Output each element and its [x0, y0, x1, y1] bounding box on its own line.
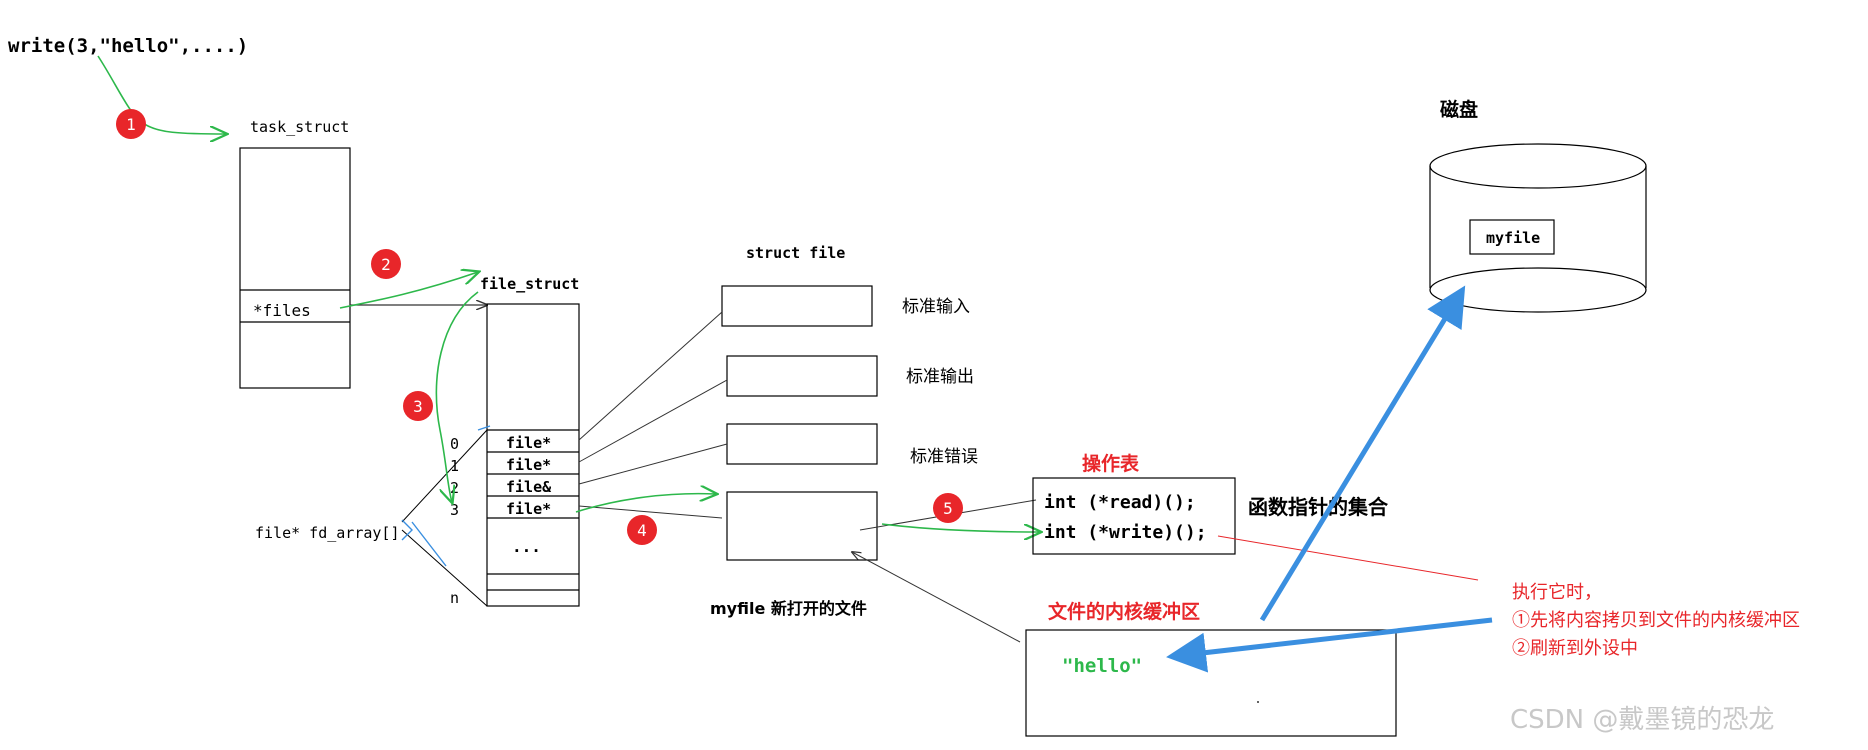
disk-file-label: myfile — [1486, 229, 1540, 247]
note-line2: ①先将内容拷贝到文件的内核缓冲区 — [1512, 610, 1800, 631]
step-badge-5: 5 — [933, 493, 963, 523]
stderr-label: 标准错误 — [910, 447, 978, 467]
fd-slot-0: file* — [506, 434, 551, 452]
write-to-note-line — [1217, 535, 1479, 581]
files-field: *files — [253, 301, 311, 320]
step5-arrow — [881, 523, 1040, 532]
task-struct-title: task_struct — [250, 118, 349, 136]
fd-index-n: n — [450, 589, 459, 607]
svg-text:3: 3 — [413, 397, 423, 416]
file-box-myfile — [726, 491, 878, 561]
disk-title: 磁盘 — [1440, 98, 1478, 121]
fd-slot-3: file* — [506, 500, 551, 518]
fd-slot-ellipsis: ... — [512, 537, 541, 556]
ops-description: 函数指针的集合 — [1248, 495, 1389, 519]
fd-slot-1: file* — [506, 456, 551, 474]
fd-index-3: 3 — [450, 501, 459, 519]
ops-title: 操作表 — [1082, 452, 1140, 475]
file-struct-title: file_struct — [480, 275, 579, 293]
note-line3: ②刷新到外设中 — [1512, 638, 1638, 659]
svg-text:2: 2 — [381, 255, 391, 274]
step1-arrow — [97, 55, 226, 134]
flush-to-disk-arrow — [1259, 285, 1466, 622]
note-line1: 执行它时， — [1512, 582, 1602, 603]
ops-read: int (*read)(); — [1044, 492, 1196, 513]
fd-pointer-lines — [578, 311, 728, 519]
file-box-stdout — [726, 355, 878, 397]
disk-file-box — [1469, 219, 1555, 255]
write-call-text: write(3,"hello",....) — [8, 35, 248, 57]
file-box-stdin — [721, 285, 873, 327]
buffer-content: "hello" — [1062, 655, 1142, 677]
buffer-box — [1025, 629, 1397, 737]
step4-arrow — [575, 494, 716, 513]
watermark: CSDN @戴墨镜的恐龙 — [1510, 705, 1774, 735]
file-box-stderr — [726, 423, 878, 465]
svg-text:1: 1 — [126, 115, 136, 134]
step3-arrow — [435, 291, 479, 502]
fd-array-bracket — [401, 425, 491, 607]
svg-text:4: 4 — [637, 521, 647, 540]
buffer-dot — [1257, 701, 1259, 703]
buffer-title: 文件的内核缓冲区 — [1048, 600, 1200, 623]
disk-cylinder — [1429, 143, 1647, 313]
copy-to-buffer-arrow — [1166, 617, 1493, 673]
svg-text:5: 5 — [943, 499, 953, 518]
file-struct-box — [486, 303, 580, 607]
fd-array-label: file* fd_array[] — [255, 524, 400, 542]
step-badge-1: 1 — [116, 109, 146, 139]
ops-write: int (*write)(); — [1044, 522, 1207, 543]
fd-index-2: 2 — [450, 479, 459, 497]
task-struct-box — [239, 147, 351, 389]
stdout-label: 标准输出 — [906, 367, 974, 387]
struct-file-title: struct file — [746, 244, 845, 262]
myfile-to-buffer-line — [852, 552, 1021, 643]
fd-index-1: 1 — [450, 457, 459, 475]
myfile-label: myfile 新打开的文件 — [710, 599, 867, 618]
step-badge-3: 3 — [403, 391, 433, 421]
stdin-label: 标准输入 — [902, 297, 970, 317]
step-badge-2: 2 — [371, 249, 401, 279]
ops-box — [1032, 477, 1236, 555]
step-badge-4: 4 — [627, 515, 657, 545]
fd-slot-2: file& — [506, 478, 552, 496]
fd-index-0: 0 — [450, 435, 459, 453]
step2-arrow — [339, 272, 478, 309]
